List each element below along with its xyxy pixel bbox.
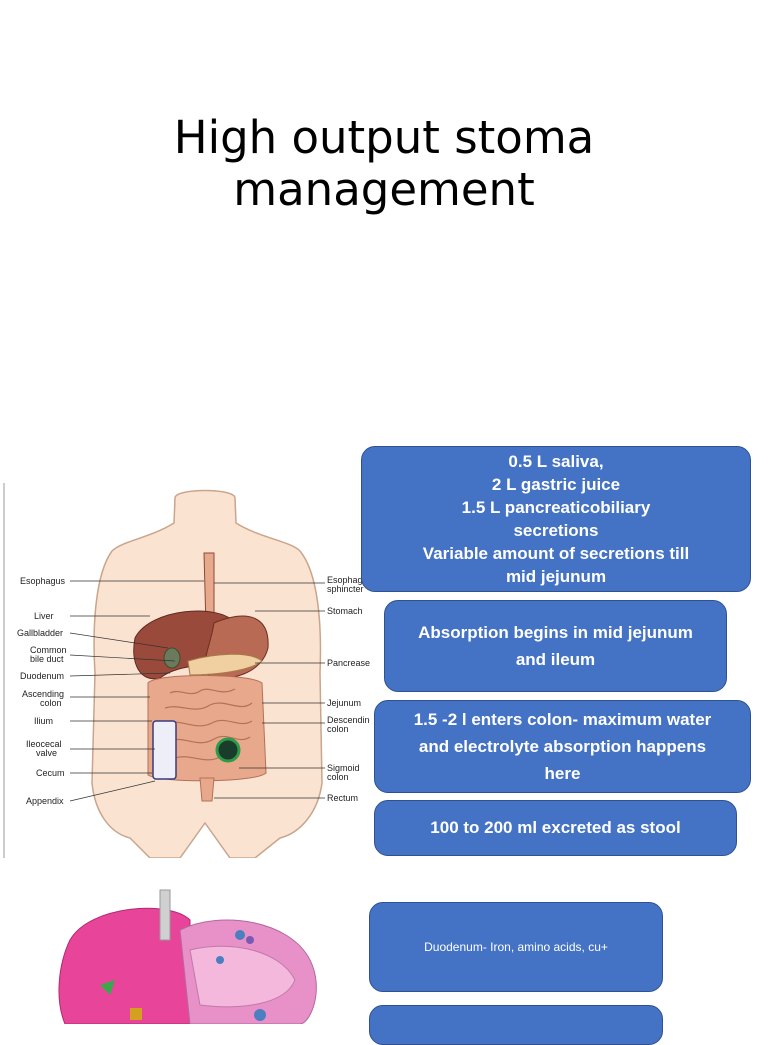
label-jejunum: Jejunum <box>327 698 361 708</box>
title-line-1: High output stoma <box>173 111 595 164</box>
label-descending-colon-1: Descending <box>327 715 370 725</box>
secretions-box: 0.5 L saliva, 2 L gastric juice 1.5 L pa… <box>361 446 751 592</box>
label-rectum: Rectum <box>327 793 358 803</box>
label-ileocecal-valve-2: valve <box>36 748 57 758</box>
secretions-line-1: 0.5 L saliva, <box>508 452 604 471</box>
label-descending-colon-2: colon <box>327 724 349 734</box>
label-cecum: Cecum <box>36 768 65 778</box>
duodenum-box: Duodenum- Iron, amino acids, cu+ <box>369 902 663 992</box>
label-common-bile-duct-2: bile duct <box>30 654 64 664</box>
stoma-circle-icon <box>215 737 241 763</box>
digestive-system-diagram: Esophagus Liver Gallbladder Common bile … <box>0 483 375 859</box>
secretions-line-5: Variable amount of secretions till <box>422 544 690 563</box>
title-line-2: management <box>233 163 535 216</box>
label-liver: Liver <box>34 611 54 621</box>
label-gallbladder: Gallbladder <box>17 628 63 638</box>
stool-box: 100 to 200 ml excreted as stool <box>374 800 737 856</box>
absorption-line-1: Absorption begins in mid jejunum <box>418 623 693 642</box>
absorption-box: Absorption begins in mid jejunum and ile… <box>384 600 727 692</box>
cropped-box <box>369 1005 663 1045</box>
absorption-line-2: and ileum <box>515 650 596 669</box>
page-title: High output stoma management <box>0 112 768 216</box>
stool-text: 100 to 200 ml excreted as stool <box>430 818 681 837</box>
label-esophagus: Esophagus <box>20 576 66 586</box>
colon-line-2: and electrolyte absorption happens <box>418 737 707 756</box>
label-pancrease: Pancrease <box>327 658 370 668</box>
label-ileocecal-valve-1: Ileocecal <box>26 739 62 749</box>
label-ilium: Ilium <box>34 716 53 726</box>
label-stomach: Stomach <box>327 606 363 616</box>
label-ascending-colon-2: colon <box>40 698 62 708</box>
secretions-line-2: 2 L gastric juice <box>491 475 621 494</box>
secretions-line-6: mid jejunum <box>505 567 607 586</box>
stoma-bag-icon <box>152 720 177 780</box>
label-sigmoid-colon-2: colon <box>327 772 349 782</box>
duodenum-text: Duodenum- Iron, amino acids, cu+ <box>424 940 608 954</box>
secretions-line-4: secretions <box>513 521 599 540</box>
label-sigmoid-colon-1: Sigmoid <box>327 763 360 773</box>
colon-line-3: here <box>544 764 581 783</box>
colon-box: 1.5 -2 l enters colon- maximum water and… <box>374 700 751 793</box>
liver-stomach-illustration <box>40 880 340 1024</box>
label-common-bile-duct-1: Common <box>30 645 67 655</box>
label-esophageal-sphincter-2: sphincter <box>327 584 364 594</box>
label-ascending-colon-1: Ascending <box>22 689 64 699</box>
absorption-sites-illustration <box>58 889 317 1024</box>
colon-line-1: 1.5 -2 l enters colon- maximum water <box>413 710 712 729</box>
label-duodenum: Duodenum <box>20 671 64 681</box>
label-appendix: Appendix <box>26 796 64 806</box>
label-esophageal-sphincter-1: Esophageal <box>327 575 370 585</box>
digestive-system-illustration: Esophagus Liver Gallbladder Common bile … <box>3 483 375 859</box>
secretions-line-3: 1.5 L pancreaticobiliary <box>461 498 651 517</box>
